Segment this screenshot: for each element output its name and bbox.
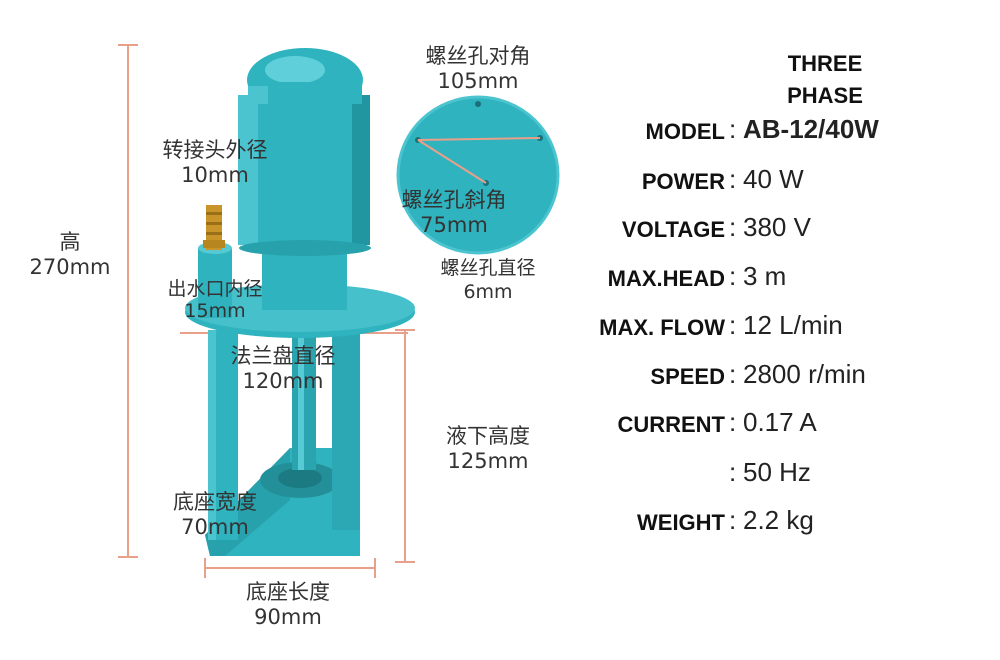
- outlet-dimension: 出水口内径 15mm: [150, 278, 280, 322]
- outlet-label: 出水口内径: [167, 278, 263, 300]
- spec-value: 380 V: [743, 212, 811, 242]
- spec-colon: :: [729, 164, 737, 194]
- outlet-value: 15mm: [184, 300, 246, 322]
- flange-dimension: 法兰盘直径 120mm: [208, 344, 358, 394]
- screw-oblique-label: 螺丝孔斜角: [401, 188, 507, 212]
- spec-value: AB-12/40W: [743, 114, 879, 144]
- spec-value: 0.17 A: [743, 407, 817, 437]
- screw-diagonal-dimension: 螺丝孔对角 105mm: [408, 44, 548, 94]
- adapter-value: 10mm: [181, 163, 249, 187]
- base-length-value: 90mm: [254, 605, 322, 629]
- height-dimension: 高 270mm: [20, 230, 120, 280]
- spec-colon: :: [729, 261, 737, 291]
- spec-value: 2800 r/min: [743, 359, 866, 389]
- flange-label: 法兰盘直径: [230, 344, 336, 368]
- adapter-dimension: 转接头外径 10mm: [140, 138, 290, 188]
- pump-illustration: [118, 44, 560, 578]
- title-line1: THREE: [787, 51, 863, 76]
- spec-colon: :: [729, 212, 737, 242]
- spec-colon: :: [729, 505, 737, 535]
- phase-title: THREE PHASE: [755, 48, 895, 112]
- flange-value: 120mm: [242, 369, 324, 393]
- adapter-label: 转接头外径: [162, 138, 268, 162]
- submerged-value: 125mm: [447, 449, 529, 473]
- submerged-dimension: 液下高度 125mm: [418, 424, 558, 474]
- spec-value: 3 m: [743, 261, 787, 291]
- pump-motor: [238, 48, 371, 310]
- screw-oblique-dimension: 螺丝孔斜角 75mm: [384, 188, 524, 238]
- submerged-label: 液下高度: [446, 424, 530, 448]
- screw-diameter-dimension: 螺丝孔直径 6mm: [418, 256, 558, 304]
- base-width-dimension: 底座宽度 70mm: [150, 490, 280, 540]
- spec-colon: :: [729, 359, 737, 389]
- screw-diagonal-label: 螺丝孔对角: [425, 44, 531, 68]
- base-width-value: 70mm: [181, 515, 249, 539]
- screw-diagonal-value: 105mm: [437, 69, 519, 93]
- spec-value: 40 W: [743, 164, 804, 194]
- outlet-pipe: [198, 205, 232, 318]
- spec-colon: :: [729, 407, 737, 437]
- title-line2: PHASE: [787, 83, 863, 108]
- spec-colon: :: [729, 310, 737, 340]
- screw-oblique-value: 75mm: [420, 213, 488, 237]
- flange-hole-inset: [396, 95, 560, 255]
- height-label: 高: [59, 230, 81, 254]
- base-length-dimension: 底座长度 90mm: [218, 580, 358, 630]
- base-width-label: 底座宽度: [173, 490, 257, 514]
- spec-value: 50 Hz: [743, 457, 811, 487]
- screw-diameter-label: 螺丝孔直径: [440, 257, 536, 279]
- height-value: 270mm: [29, 255, 111, 279]
- spec-colon: :: [729, 114, 737, 144]
- base-length-label: 底座长度: [246, 580, 330, 604]
- screw-diameter-value: 6mm: [463, 281, 513, 303]
- spec-value: 12 L/min: [743, 310, 843, 340]
- spec-colon: :: [729, 457, 737, 487]
- spec-value: 2.2 kg: [743, 505, 814, 535]
